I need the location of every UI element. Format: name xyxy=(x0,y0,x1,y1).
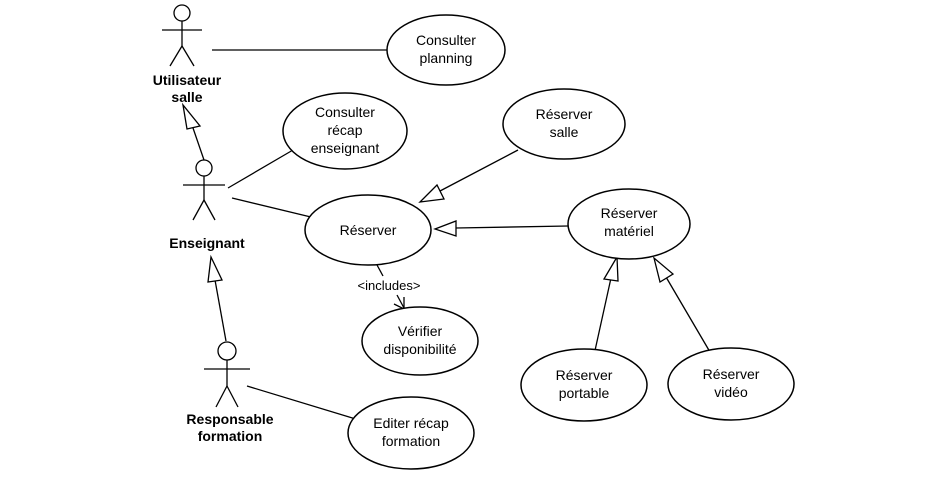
usecase-reserver: Réserver xyxy=(304,194,432,266)
svg-text:Réserver: Réserver xyxy=(536,106,593,122)
gen-enseignant-utilisateur xyxy=(192,127,205,161)
svg-text:portable: portable xyxy=(559,385,610,401)
svg-text:Réserver: Réserver xyxy=(601,205,658,221)
svg-text:Editer récap: Editer récap xyxy=(373,415,449,431)
usecase-reserver-materiel: Réserver matériel xyxy=(567,188,691,260)
svg-text:disponibilité: disponibilité xyxy=(383,341,456,357)
actor-enseignant: Enseignant xyxy=(169,159,245,251)
gen-video-materiel xyxy=(665,276,711,353)
svg-text:enseignant: enseignant xyxy=(311,140,380,156)
gen-arrowhead-materiel-1 xyxy=(602,254,619,282)
include-line-1 xyxy=(376,264,384,277)
gen-arrowhead-reserver-2 xyxy=(433,220,457,237)
usecase-consulter-recap-enseignant: Consulter récap enseignant xyxy=(282,92,408,170)
actor-label: formation xyxy=(198,428,263,444)
svg-text:salle: salle xyxy=(550,124,579,140)
gen-portable-materiel xyxy=(593,277,612,356)
gen-reserver-materiel-reserver xyxy=(455,225,569,229)
gen-arrowhead-enseignant xyxy=(207,254,223,283)
actor-label: salle xyxy=(171,89,202,105)
actor-head xyxy=(217,341,237,361)
svg-text:Réserver: Réserver xyxy=(556,367,613,383)
gen-responsable-enseignant xyxy=(214,279,227,342)
svg-text:vidéo: vidéo xyxy=(714,384,748,400)
usecase-verifier-disponibilite: Vérifier disponibilité xyxy=(361,306,479,376)
usecase-editer-recap-formation: Editer récap formation xyxy=(347,396,475,470)
actor-responsable-formation: Responsable formation xyxy=(186,341,274,444)
gen-reserver-salle-reserver xyxy=(439,149,519,192)
svg-text:Consulter: Consulter xyxy=(416,32,476,48)
assoc-responsable-editer xyxy=(246,385,360,421)
actor-utilisateur-salle: Utilisateur salle xyxy=(153,4,222,105)
assoc-enseignant-reserver xyxy=(231,197,316,219)
usecase-reserver-video: Réserver vidéo xyxy=(667,347,795,421)
gen-arrowhead-utilisateur xyxy=(181,102,202,130)
gen-arrowhead-materiel-2 xyxy=(652,256,675,284)
include-line-2 xyxy=(396,294,405,309)
usecase-consulter-planning: Consulter planning xyxy=(386,14,506,86)
actor-head xyxy=(195,159,213,177)
actor-label: Responsable xyxy=(186,411,273,427)
usecase-reserver-portable: Réserver portable xyxy=(520,348,648,422)
svg-text:Consulter: Consulter xyxy=(315,104,375,120)
svg-text:Réserver: Réserver xyxy=(703,366,760,382)
gen-arrowhead-reserver-1 xyxy=(418,183,445,203)
actor-head xyxy=(173,4,191,22)
svg-text:Réserver: Réserver xyxy=(340,222,397,238)
actor-label: Enseignant xyxy=(169,235,245,251)
usecase-reserver-salle: Réserver salle xyxy=(502,88,626,160)
svg-text:Vérifier: Vérifier xyxy=(398,323,443,339)
svg-text:formation: formation xyxy=(382,433,440,449)
svg-text:récap: récap xyxy=(327,122,362,138)
includes-label: <includes> xyxy=(358,278,421,293)
assoc-enseignant-recap xyxy=(227,149,294,189)
svg-text:matériel: matériel xyxy=(604,223,654,239)
svg-text:planning: planning xyxy=(420,50,473,66)
actor-label: Utilisateur xyxy=(153,72,222,88)
